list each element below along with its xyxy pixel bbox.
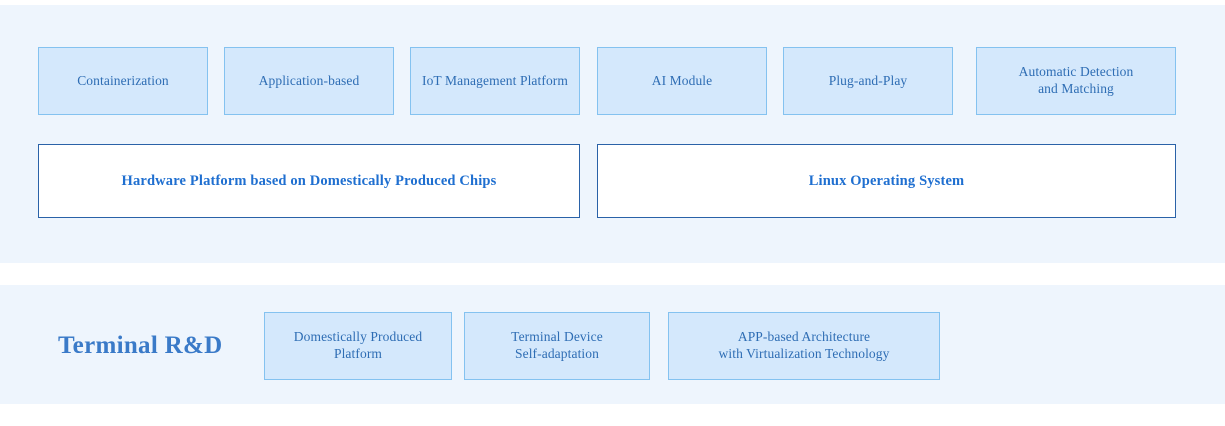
capability-box-plug-and-play[interactable]: Plug-and-Play	[783, 47, 953, 115]
capability-box-iot-management-platform[interactable]: IoT Management Platform	[410, 47, 580, 115]
capability-box-terminal-device-self-adaptation[interactable]: Terminal Device Self-adaptation	[464, 312, 650, 380]
platform-box-linux-operating-system[interactable]: Linux Operating System	[597, 144, 1176, 218]
capability-box-domestically-produced-platform[interactable]: Domestically Produced Platform	[264, 312, 452, 380]
capability-box-containerization[interactable]: Containerization	[38, 47, 208, 115]
section-label-terminal-rd: Terminal R&D	[58, 332, 223, 359]
capability-box-ai-module[interactable]: AI Module	[597, 47, 767, 115]
capability-box-automatic-detection-and-matching[interactable]: Automatic Detection and Matching	[976, 47, 1176, 115]
capability-box-app-based-architecture[interactable]: APP-based Architecture with Virtualizati…	[668, 312, 940, 380]
platform-capabilities-section	[0, 5, 1225, 263]
platform-box-hardware-platform[interactable]: Hardware Platform based on Domestically …	[38, 144, 580, 218]
capability-box-application-based[interactable]: Application-based	[224, 47, 394, 115]
